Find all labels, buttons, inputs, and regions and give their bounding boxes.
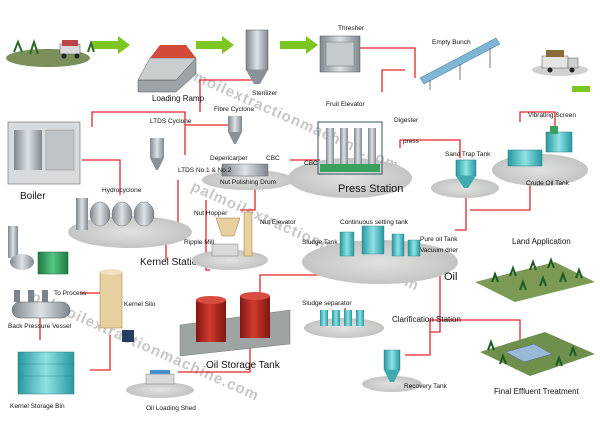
flow-arrows [92,36,590,92]
recovery-tank: Recovery Tank [362,349,448,392]
oil-label: Oil [444,271,457,283]
arrow-right-icon [280,36,318,54]
nut-hopper-area: Nut Hopper Nut Elevator Ripple Mill [184,210,297,270]
kernel-station-label: Kernel Station [140,257,203,268]
clarification-station: Continuous setting tank Sludge Tank Pure… [302,219,459,284]
ltds-no-label: LTDS No.1 & No.2 [178,167,232,174]
steam-turbine-area: To Process Back Pressure Vessel [8,226,87,330]
thresher: Thresher [319,25,365,73]
press-station-label: Press Station [338,183,403,195]
loading-ramp-label: Loading Ramp [152,94,205,103]
land-application-field [475,257,595,302]
recovery-tank-label: Recovery Tank [404,383,448,390]
boiler-label: Boiler [20,191,46,202]
oil-storage-tank: Oil Storage Tank [179,292,291,371]
watermark-text-1: palmoilextractionmachine.com [168,58,402,174]
pipe-oil [430,250,441,333]
loading-ramp: Loading Ramp [137,45,205,103]
to-process-label: To Process [54,290,87,297]
arrow-stub-icon [572,86,590,92]
kernel-storage-bin-label: Kernel Storage Bin [10,403,65,410]
sterilizer-label: Sterilizer [252,90,278,97]
pipe-press-sand [399,139,461,158]
cbc-label-1: CBC [266,155,280,162]
pipe-thresher-bunch [354,47,416,78]
vibrating-screen-label: Vibrating Screen [528,112,576,119]
empty-bunch-label: Empty Bunch [432,39,471,46]
nut-polishing-drum-label: Nut Polishing Drum [220,179,276,186]
depericarper-area: Depericarper CBC CBC LTDS No.1 & No.2 Nu… [178,155,318,190]
pipe-nut-elevator [240,180,256,211]
empty-bunch-conveyor: Empty Bunch [419,37,501,90]
ripple-mill-label: Ripple Mill [184,239,215,246]
arrow-right-icon [196,36,234,54]
ltds-cyclone: LTDS Cyclone [150,118,192,170]
arrow-right-icon [92,36,130,54]
continuous-setting-tank-label: Continuous setting tank [340,219,409,226]
pipe-recovery-effluent [405,319,521,356]
pipe-crude-oil [470,180,531,211]
cbc-label-2: CBC [304,160,318,167]
pipe-boiler-cyclone [91,111,186,155]
fruit-reception-truck [6,38,95,67]
pipe-vibrating [519,111,556,130]
press-station: Fruit Elevator Digester press Press Stat… [288,101,420,198]
pipe-hydrocyclone [82,159,121,195]
pure-oil-tank-label: Pure oil Tank [420,236,458,243]
fibre-cyclone: Fibre Cyclone [214,106,254,144]
clarification-station-label: Clarification Station [392,315,461,324]
vacuum-drier-label: Vacuum drier [420,247,459,254]
sand-trap-tank: Sand Trap Tank [431,151,499,198]
thresher-label: Thresher [338,25,365,32]
crude-oil-tank-label: Crude Oil Tank [526,180,570,187]
pipe-elevator [381,69,405,92]
hydrocyclone-label: Hydrocyclone [102,187,142,194]
ltds-cyclone-label: LTDS Cyclone [150,118,192,125]
kernel-station: Hydrocyclone Kernel Station [68,187,203,268]
fruit-elevator-label: Fruit Elevator [326,101,365,108]
nut-elevator-label: Nut Elevator [260,219,297,226]
final-effluent-field: Final Effluent Treatment [480,332,595,396]
oil-loading-shed: Oil Loading Shed [126,370,196,412]
boiler: Boiler [7,121,81,202]
pipe-loading-shed [178,340,251,373]
land-application-label: Land Application [512,237,571,246]
final-effluent-treatment-label: Final Effluent Treatment [494,387,580,396]
pipe-network [39,47,556,373]
kernel-silo: Kernel Silo [99,269,156,342]
sterilizer: Sterilizer [245,29,278,97]
vibrating-screen-area: Vibrating Screen Crude Oil Tank [492,112,588,187]
pipe-kernel-silo [90,335,111,371]
back-pressure-vessel-label: Back Pressure Vessel [8,323,72,330]
press-label: press [403,138,420,145]
digester-label: Digester [394,117,419,124]
oil-loading-shed-label: Oil Loading Shed [146,405,196,412]
oil-storage-tank-label: Oil Storage Tank [206,360,281,371]
sludge-separator: Sludge separator Clarification Station [302,300,461,338]
depericarper-label: Depericarper [210,155,248,162]
sludge-tank-label: Sludge Tank [302,239,338,246]
sand-trap-tank-label: Sand Trap Tank [445,151,491,158]
sludge-separator-label: Sludge separator [302,300,352,307]
nut-hopper-label: Nut Hopper [194,210,228,217]
fibre-cyclone-label: Fibre Cyclone [214,106,254,113]
empty-bunch-truck [532,50,588,76]
kernel-storage-bin: Kernel Storage Bin [10,351,75,410]
kernel-silo-label: Kernel Silo [124,301,156,308]
pipe-nut-polish [205,200,210,271]
